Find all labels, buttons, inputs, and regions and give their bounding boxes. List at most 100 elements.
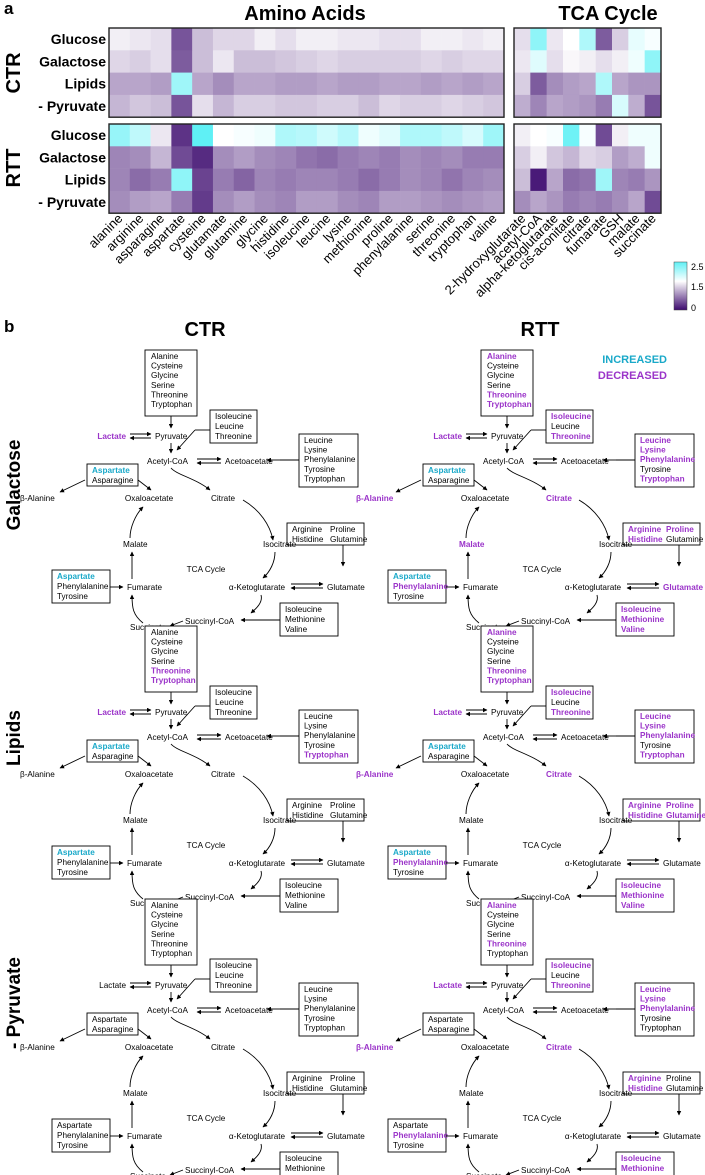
metabolite-box bbox=[279, 1151, 339, 1175]
metabolite-label: Glutamine bbox=[330, 1084, 368, 1093]
rtt-amino-heatmap-cell bbox=[233, 146, 255, 169]
row-label: Glucose bbox=[51, 127, 106, 143]
ctr-amino-heatmap-cell bbox=[462, 94, 484, 118]
rtt-amino-heatmap-cell bbox=[192, 190, 214, 214]
metabolite-label: Oxaloacetate bbox=[125, 1043, 174, 1052]
row-label: - Pyruvate bbox=[38, 194, 106, 210]
ctr-amino-heatmap-cell bbox=[379, 94, 401, 118]
metabolite-label: α-Ketoglutarate bbox=[229, 1132, 286, 1141]
reaction-arrow bbox=[137, 1028, 152, 1040]
metabolite-label: Asparagine bbox=[428, 476, 470, 485]
metabolite-box bbox=[615, 602, 675, 637]
ctr-amino-heatmap-cell bbox=[275, 50, 297, 73]
metabolite-label: Citrate bbox=[211, 770, 236, 779]
metabolite-label: TCA Cycle bbox=[187, 1114, 226, 1123]
reaction-arrow bbox=[512, 978, 532, 1000]
ctr-amino-heatmap-cell bbox=[192, 72, 214, 96]
reaction-arrow bbox=[250, 1143, 262, 1163]
metabolite-label: Malate bbox=[459, 540, 485, 549]
reaction-arrow bbox=[598, 551, 612, 579]
metabolite-label: Arginine bbox=[628, 525, 662, 534]
metabolite-label: Malate bbox=[459, 816, 484, 825]
rtt-amino-heatmap-cell bbox=[379, 190, 401, 214]
pathway-lipids-ctr: AlanineCysteineGlycineSerineThreonineTry… bbox=[20, 625, 368, 913]
reaction-arrow bbox=[586, 870, 598, 890]
metabolite-label: Pyruvate bbox=[491, 432, 524, 441]
row-label: Galactose bbox=[39, 149, 106, 165]
rtt-amino-heatmap-cell bbox=[212, 190, 235, 214]
ctr-amino-heatmap-cell bbox=[129, 28, 151, 51]
metabolite-label: α-Ketoglutarate bbox=[565, 1132, 622, 1141]
ctr-amino-heatmap-cell bbox=[483, 50, 505, 73]
metabolite-box bbox=[286, 1071, 365, 1095]
metabolite-box bbox=[634, 709, 695, 764]
ctr-tca-heatmap-cell bbox=[514, 50, 531, 73]
metabolite-label: Leucine bbox=[551, 698, 580, 707]
metabolite-label: Malate bbox=[123, 1089, 148, 1098]
metabolite-label: Threonine bbox=[487, 666, 527, 675]
ctr-amino-heatmap-cell bbox=[420, 28, 442, 51]
metabolite-label: Acetyl-CoA bbox=[147, 733, 188, 742]
metabolite-label: Proline bbox=[330, 801, 356, 810]
metabolite-box bbox=[387, 1118, 447, 1153]
reaction-arrow bbox=[169, 1169, 184, 1175]
pathway-diagrams: AlanineCysteineGlycineSerineThreonineTry… bbox=[20, 349, 705, 1175]
metabolite-label: Isoleucine bbox=[215, 961, 252, 970]
metabolite-label: Isoleucine bbox=[215, 688, 252, 697]
metabolite-label: Lactate bbox=[97, 432, 126, 441]
ctr-amino-heatmap-cell bbox=[109, 94, 131, 118]
metabolite-label: Leucine bbox=[215, 422, 244, 431]
rtt-amino-heatmap-cell bbox=[379, 146, 401, 169]
metabolite-label: α-Ketoglutarate bbox=[229, 859, 286, 868]
metabolite-label: Arginine bbox=[292, 801, 322, 810]
metabolite-label: Tryptophan bbox=[640, 474, 685, 483]
metabolite-label: Isocitrate bbox=[599, 816, 633, 825]
metabolite-box bbox=[298, 433, 359, 488]
metabolite-label: Threonine bbox=[551, 708, 591, 717]
ctr-amino-heatmap-cell bbox=[212, 72, 235, 96]
metabolite-label: Threonine bbox=[151, 390, 188, 399]
reaction-arrow bbox=[59, 479, 86, 493]
ctr-tca-heatmap-cell bbox=[530, 72, 547, 96]
rtt-tca-heatmap-cell bbox=[530, 146, 547, 169]
metabolite-label: Succinyl-CoA bbox=[521, 893, 571, 902]
rtt-amino-heatmap-cell bbox=[275, 124, 297, 147]
metabolite-label: β-Alanine bbox=[356, 770, 394, 779]
ctr-amino-heatmap-cell bbox=[337, 50, 359, 73]
metabolite-label: Cysteine bbox=[487, 638, 519, 647]
reaction-arrow bbox=[395, 1028, 422, 1042]
reaction-arrow bbox=[465, 1143, 480, 1173]
ctr-tca-heatmap-cell bbox=[530, 94, 547, 118]
ctr-amino-heatmap-cell bbox=[483, 94, 505, 118]
metabolite-box bbox=[480, 898, 534, 966]
pathway-pyruvate-ctr: AlanineCysteineGlycineSerineThreonineTry… bbox=[20, 898, 368, 1175]
rtt-amino-heatmap-cell bbox=[462, 190, 484, 214]
metabolite-label: Tryptophan bbox=[304, 750, 349, 759]
ctr-amino-heatmap-cell bbox=[316, 72, 338, 96]
metabolite-box bbox=[279, 878, 339, 913]
ctr-amino-heatmap-cell bbox=[462, 50, 484, 73]
metabolite-label: Proline bbox=[666, 801, 694, 810]
metabolite-label: Alanine bbox=[487, 352, 517, 361]
ctr-amino-heatmap-frame bbox=[108, 27, 505, 118]
pathway-pyruvate-rtt: AlanineCysteineGlycineSerineThreonineTry… bbox=[356, 898, 704, 1175]
ctr-amino-heatmap-cell bbox=[171, 28, 193, 51]
metabolite-label: Serine bbox=[151, 657, 175, 666]
metabolite-label: Glutamine bbox=[666, 1084, 704, 1093]
metabolite-label: Lactate bbox=[433, 981, 462, 990]
metabolite-label: Glutamine bbox=[330, 811, 368, 820]
rtt-tca-heatmap-cell bbox=[546, 146, 564, 169]
metabolite-label: Fumarate bbox=[127, 1132, 162, 1141]
metabolite-label: Acetoacetate bbox=[561, 1006, 609, 1015]
metabolite-label: Tyrosine bbox=[393, 868, 424, 877]
metabolite-label: Phenylalanine bbox=[393, 1131, 449, 1140]
metabolite-box bbox=[298, 709, 359, 764]
metabolite-box bbox=[615, 878, 675, 913]
metabolite-label: Glycine bbox=[151, 371, 179, 380]
ctr-tca-heatmap-frame bbox=[513, 27, 662, 118]
rtt-amino-heatmap-cell bbox=[316, 146, 338, 169]
rtt-tca-heatmap-cell bbox=[514, 146, 531, 169]
ctr-amino-heatmap-cell bbox=[192, 94, 214, 118]
metabolite-label: Glycine bbox=[487, 647, 515, 656]
